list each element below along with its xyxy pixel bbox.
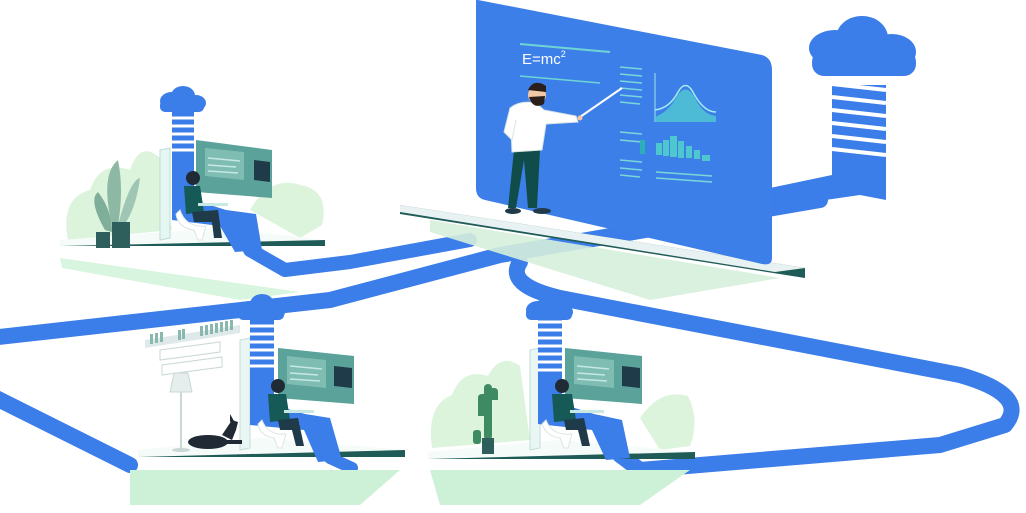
cloud-icon <box>809 16 916 76</box>
board: E=mc2 <box>476 0 772 265</box>
teacher-platform <box>400 205 805 300</box>
person-icon <box>552 379 604 446</box>
chair-icon <box>175 209 207 241</box>
top-right-cloud-stream <box>770 16 916 208</box>
dog-icon <box>188 414 242 449</box>
cloud-icon <box>160 86 206 112</box>
room-top-left <box>60 86 325 300</box>
chair-icon <box>541 419 573 449</box>
board-formula: E=mc2 <box>522 49 566 68</box>
room-bottom-left <box>130 294 405 505</box>
teacher-person-icon <box>503 82 583 214</box>
person-icon <box>268 379 314 446</box>
board-curve-chart <box>654 73 717 122</box>
cloud-icon <box>238 294 285 320</box>
cactus-icon <box>473 384 498 454</box>
path-from-top-left-room <box>243 233 477 277</box>
data-stream-stripes <box>831 82 887 157</box>
data-stream-stripes <box>250 312 342 462</box>
board-bar-chart <box>640 136 710 161</box>
data-stream-stripes <box>538 316 630 460</box>
path-bottom-left <box>0 391 138 473</box>
plant-icon <box>94 160 140 248</box>
monitor-icon <box>565 348 642 404</box>
path-right-loop <box>508 254 1020 478</box>
room-bottom-right <box>428 294 695 505</box>
bookshelf-icon <box>145 320 240 376</box>
pointer-stick <box>579 87 623 118</box>
formula-exponent: 2 <box>561 49 566 59</box>
monitor-icon <box>278 348 354 404</box>
monitor-icon <box>196 140 272 198</box>
floor-lamp-icon <box>169 372 193 452</box>
board-text-lines <box>619 66 643 178</box>
chair-icon <box>257 419 287 449</box>
person-icon <box>184 171 228 238</box>
cloud-icon <box>526 294 573 320</box>
